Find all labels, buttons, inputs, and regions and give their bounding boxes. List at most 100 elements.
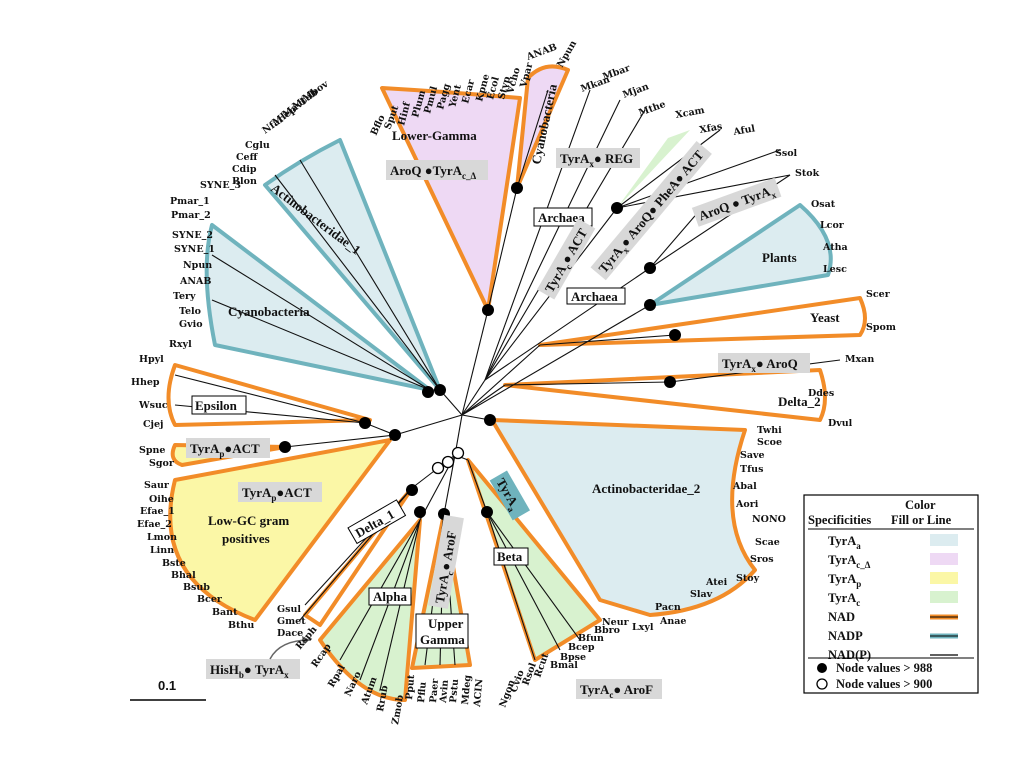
leaf-label: Ddes — [808, 388, 834, 399]
annotation-aroq-tyra-c-delta: AroQ ●TyrAc_Δ — [386, 160, 488, 181]
clade-plants: Plants — [762, 250, 797, 265]
leaf-label: Cjej — [143, 419, 163, 430]
annotation-hisb-tyra-x: HisHb● TyrAx — [206, 636, 311, 680]
leaf-label: Abal — [732, 481, 757, 492]
legend-row-label: NAD — [828, 610, 855, 624]
leaf-label: SYNE_1 — [174, 244, 215, 255]
low-gc-fill — [170, 440, 390, 620]
leaf-label: Mthe — [637, 99, 667, 119]
leaf-label: Bfun — [578, 633, 604, 644]
leaf-label: Xcam — [675, 105, 706, 121]
leaf-label: Bste — [162, 558, 186, 569]
annotation-tyra-x-reg: TyrAx● REG — [556, 148, 640, 169]
leaf-label: Pput — [404, 674, 417, 701]
leaf-label: Mdeg — [460, 674, 474, 705]
clade-lower-gamma: Lower-Gamma — [392, 128, 477, 143]
leaf-label: Lmon — [147, 532, 177, 543]
plants-fill — [650, 205, 831, 305]
leaf-label: Bhal — [171, 570, 196, 581]
clade-low-gc-2: positives — [222, 531, 270, 546]
svg-text:Epsilon: Epsilon — [195, 398, 238, 413]
leaf-label: Gsul — [277, 604, 301, 615]
alpha-box: Alpha — [368, 587, 412, 606]
clade-fills — [170, 66, 831, 700]
leaf-label: Scoe — [757, 437, 782, 448]
leaf-label: Twhi — [757, 425, 782, 436]
legend-node-900: Node values > 900 — [836, 677, 932, 691]
leaf-label: Rrub — [375, 684, 390, 712]
lower-gamma-outline — [380, 86, 522, 312]
alpha-outline — [318, 518, 422, 702]
legend-swatch — [930, 534, 958, 546]
clade-low-gc-1: Low-GC gram — [208, 513, 289, 528]
tyra-p-outline — [170, 443, 287, 467]
actinobacteridae-2-outline — [490, 418, 757, 617]
leaf-label: Rxyl — [169, 339, 192, 350]
leaf-label: Stok — [795, 168, 820, 179]
svg-text:TyrAc● AroF: TyrAc● AroF — [580, 682, 653, 700]
svg-text:TyrAp●ACT: TyrAp●ACT — [190, 441, 260, 459]
legend-row-label: TyrAc_Δ — [828, 553, 871, 570]
leaf-label: Scer — [866, 289, 891, 300]
legend-row-label: TyrAa — [828, 534, 861, 551]
leaf-label: Stoy — [736, 573, 760, 584]
leaf-label: Pflu — [416, 681, 429, 703]
leaf-label: Neur — [602, 617, 630, 628]
legend-header-color: Color — [905, 498, 936, 512]
lower-gamma-fill — [382, 88, 520, 310]
leaf-label: Pmar_2 — [171, 210, 211, 221]
leaf-label: Spne — [139, 445, 165, 456]
leaf-label: Hpyl — [139, 354, 164, 365]
leaf-label: Atha — [822, 242, 848, 253]
svg-text:HisHb● TyrAx: HisHb● TyrAx — [210, 662, 289, 680]
svg-text:TyrAc● ACT: TyrAc● ACT — [542, 226, 593, 297]
svg-text:Gamma: Gamma — [420, 632, 465, 647]
annotation-tyra-c-arof-2: TyrAc● AroF — [576, 679, 662, 700]
leaf-label: Scae — [755, 537, 780, 548]
clade-yeast: Yeast — [810, 310, 840, 325]
svg-text:Upper: Upper — [428, 616, 464, 631]
annotation-tyra-c-arof-1: TyrAc● AroF — [428, 514, 464, 609]
leaf-label: Ssol — [775, 148, 798, 159]
legend-swatch — [930, 591, 958, 603]
leaf-label: Ngon — [497, 678, 517, 709]
leaf-label: Efae_2 — [137, 519, 172, 530]
leaf-label: Aful — [732, 123, 757, 138]
cyanobacteria-outline — [204, 223, 432, 392]
leaf-label: Efae_1 — [140, 506, 175, 517]
leaf-label: Tery — [173, 291, 196, 302]
leaf-label: Bmal — [550, 660, 578, 671]
leaf-label: Pmar_1 — [170, 196, 210, 207]
leaf-label: ANAB — [524, 42, 558, 63]
leaf-label: NONO — [752, 514, 786, 525]
leaf-label: Cglu — [245, 140, 270, 151]
annotation-tyra-p-act-2: TyrAp●ACT — [238, 482, 322, 503]
leaf-label: Sros — [750, 554, 774, 565]
leaf-label: Mxan — [845, 354, 874, 365]
leaf-label: Xfas — [699, 121, 724, 136]
svg-text:TyrAp●ACT: TyrAp●ACT — [242, 485, 312, 503]
legend-row-label: NAD(P) — [828, 648, 871, 662]
svg-text:TyrAc● AroF: TyrAc● AroF — [432, 530, 462, 605]
annotation-tyra-x-aroq: TyrAx● AroQ — [718, 353, 810, 374]
leaf-label: SYNE_3 — [200, 180, 241, 191]
leaf-label: Gmet — [277, 616, 306, 627]
leaf-label: Bcep — [568, 642, 595, 653]
leaf-label: Aori — [735, 499, 759, 510]
leaf-label: Atei — [705, 577, 728, 588]
leaf-label: Lesc — [823, 264, 847, 275]
legend-header-fill: Fill or Line — [891, 513, 952, 527]
leaf-label: Cdip — [232, 164, 257, 175]
leaf-label: Spom — [866, 322, 896, 333]
leaf-label: Mkan — [579, 74, 611, 95]
leaf-label: SYNE_2 — [172, 230, 213, 241]
clade-cyanobacteria: Cyanobacteria — [228, 304, 310, 319]
leaf-label: Bpse — [560, 652, 586, 663]
leaf-label: Paer — [428, 677, 441, 703]
leaf-label: Dvul — [828, 418, 853, 429]
upper-gamma-outline — [410, 512, 472, 670]
leaf-label: Wsuc — [138, 400, 168, 411]
leaf-label: Save — [740, 450, 765, 461]
leaf-label: Bsub — [183, 582, 210, 593]
